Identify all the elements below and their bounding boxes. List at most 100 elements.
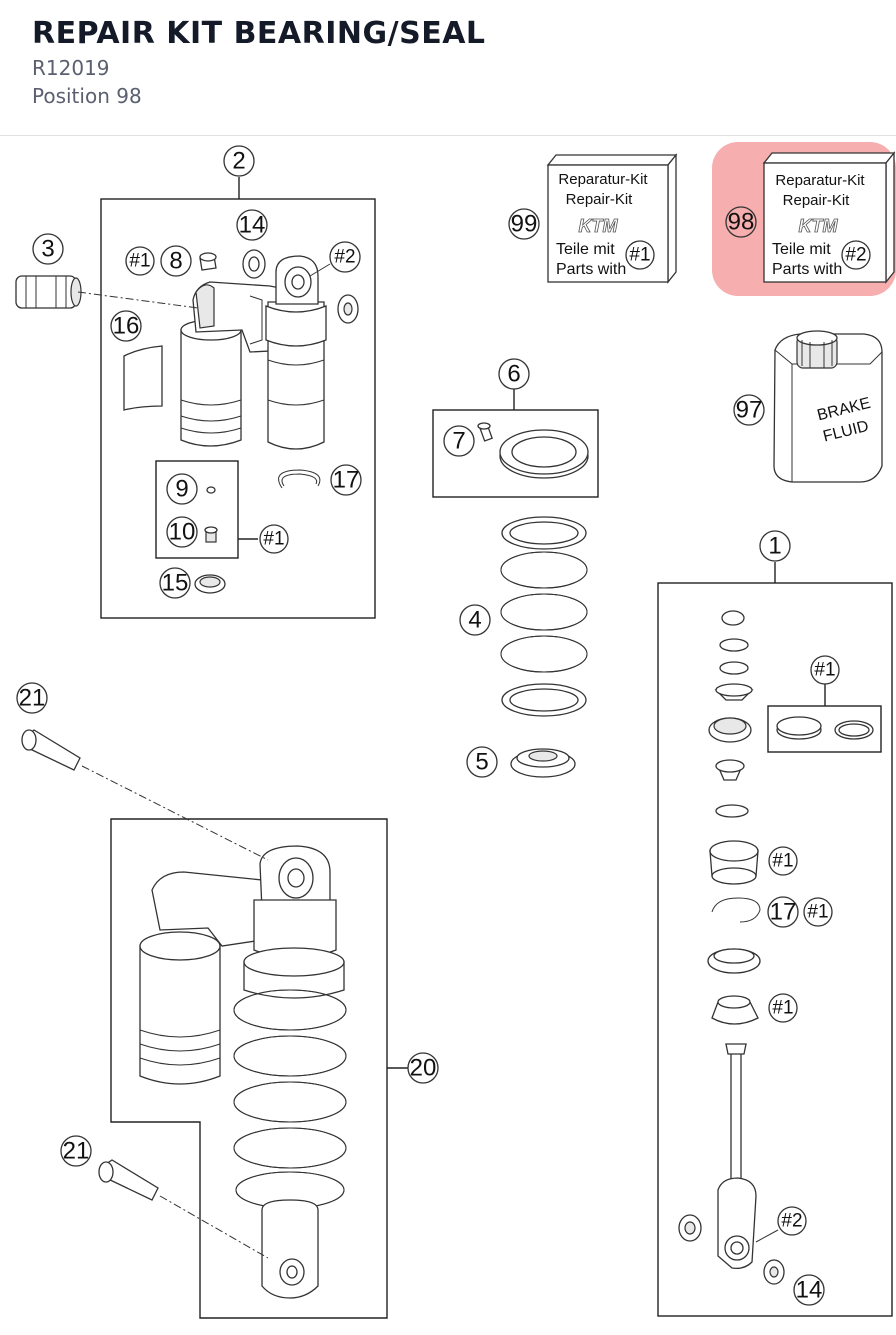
kit-98-line1: Reparatur-Kit: [775, 172, 865, 189]
callout-14-group1[interactable]: 14: [793, 1274, 825, 1306]
shock-spring-complete[interactable]: [233, 989, 347, 1299]
part-21-bolt-bottom[interactable]: [98, 1159, 159, 1201]
svg-text:7: 7: [452, 428, 465, 455]
svg-text:#1: #1: [772, 998, 793, 1019]
callout-h2-group2[interactable]: #2: [309, 241, 361, 277]
callout-1[interactable]: 1: [759, 530, 791, 562]
callout-17-group2[interactable]: 17: [330, 464, 362, 496]
group-6-frame: [432, 389, 599, 498]
svg-text:21: 21: [19, 685, 46, 712]
part-9-oring[interactable]: [206, 486, 216, 494]
svg-text:99: 99: [511, 211, 538, 238]
svg-text:#1: #1: [129, 251, 150, 272]
kit-98-line3: Teile mit: [772, 241, 831, 258]
svg-text:10: 10: [169, 519, 196, 546]
kit-99-box[interactable]: Reparatur-Kit Repair-Kit KTM Teile mit P…: [546, 153, 678, 284]
callout-2[interactable]: 2: [223, 145, 255, 177]
callout-h2-group1[interactable]: #2: [755, 1206, 807, 1243]
part-10-valve[interactable]: [204, 526, 218, 543]
svg-text:#1: #1: [814, 660, 835, 681]
callout-14[interactable]: 14: [236, 209, 268, 241]
callout-20[interactable]: 20: [407, 1052, 439, 1084]
callout-7[interactable]: 7: [443, 425, 475, 457]
part-14-bushing-bottom[interactable]: [763, 1259, 785, 1285]
svg-text:#2: #2: [781, 1211, 802, 1232]
group-9-10-frame: [155, 460, 258, 559]
part-6-nut[interactable]: [499, 429, 589, 479]
part-number: R12019: [32, 56, 110, 80]
svg-text:3: 3: [41, 236, 54, 263]
callout-h1-group1-c[interactable]: #1: [768, 993, 798, 1023]
kit-98-box[interactable]: Reparatur-Kit Repair-Kit KTM Teile mit P…: [762, 151, 896, 284]
part-8-screw[interactable]: [199, 252, 217, 271]
callout-17-group1[interactable]: 17: [767, 896, 799, 928]
ktm-logo: KTM: [799, 216, 839, 236]
part-17-circlip[interactable]: [278, 469, 321, 489]
svg-text:8: 8: [169, 248, 182, 275]
svg-text:21: 21: [63, 1138, 90, 1165]
callout-98[interactable]: 98: [725, 206, 757, 238]
callout-3[interactable]: 3: [32, 233, 64, 265]
svg-text:#2: #2: [334, 247, 355, 268]
callout-9[interactable]: 9: [166, 473, 198, 505]
leader-21-bottom: [159, 1195, 269, 1259]
svg-text:14: 14: [239, 212, 266, 239]
callout-6[interactable]: 6: [498, 358, 530, 390]
part-bushing-left[interactable]: [678, 1214, 702, 1242]
callout-h1-group2[interactable]: #1: [125, 246, 155, 276]
kit-98-ref: #2: [845, 245, 866, 266]
callout-10[interactable]: 10: [166, 516, 198, 548]
page-title: REPAIR KIT BEARING/SEAL: [32, 16, 486, 51]
exploded-diagram: Reparatur-Kit Repair-Kit KTM Teile mit P…: [15, 142, 896, 1319]
part-15-seal[interactable]: [194, 574, 226, 594]
callout-h1-group1-a[interactable]: #1: [768, 846, 798, 876]
callout-21-bottom[interactable]: 21: [60, 1135, 92, 1167]
svg-text:20: 20: [410, 1055, 437, 1082]
callout-15[interactable]: 15: [159, 567, 191, 599]
callout-16[interactable]: 16: [110, 310, 142, 342]
kit-99-line1: Reparatur-Kit: [558, 171, 648, 188]
callout-h1-sealpair[interactable]: #1: [810, 655, 840, 685]
callout-5[interactable]: 5: [466, 746, 498, 778]
kit-98-line4: Parts with: [772, 261, 842, 278]
group-2-frame: [100, 177, 376, 619]
callout-97[interactable]: 97: [733, 394, 765, 426]
part-3-adjuster[interactable]: [15, 275, 82, 309]
svg-text:17: 17: [333, 467, 360, 494]
part-14-bushing-top[interactable]: [242, 249, 266, 279]
callout-h1-group1-b[interactable]: #1: [803, 897, 833, 927]
callout-21-top[interactable]: 21: [16, 682, 48, 714]
group-1-frame: [657, 562, 893, 1317]
callout-4[interactable]: 4: [459, 604, 491, 636]
svg-text:6: 6: [507, 361, 520, 388]
callout-8[interactable]: 8: [160, 245, 192, 277]
callout-99[interactable]: 99: [508, 208, 540, 240]
part-4-spring[interactable]: [500, 516, 588, 717]
page-header: REPAIR KIT BEARING/SEAL R12019 Position …: [0, 0, 896, 136]
part-seal-pair[interactable]: [776, 716, 874, 740]
part-5-spring-seat[interactable]: [510, 748, 576, 778]
kit-98-line2: Repair-Kit: [783, 192, 851, 209]
group-20-frame: [110, 818, 408, 1319]
group-1-parts-stack[interactable]: [707, 610, 761, 1025]
shock-body-upper[interactable]: [180, 255, 327, 450]
kit-99-line4: Parts with: [556, 261, 626, 278]
shock-assembly-complete[interactable]: [139, 845, 345, 1085]
brake-fluid-can[interactable]: BRAKE FLUID: [773, 330, 883, 483]
callout-h1-group9[interactable]: #1: [259, 524, 289, 554]
group-1-seal-subframe: [767, 684, 882, 753]
part-bushing-right[interactable]: [337, 294, 359, 324]
part-piston-rod[interactable]: [717, 1043, 757, 1270]
kit-99-line3: Teile mit: [556, 241, 615, 258]
svg-text:2: 2: [232, 148, 245, 175]
svg-text:14: 14: [796, 1277, 823, 1304]
part-16-label-sheet[interactable]: [123, 345, 163, 411]
svg-text:15: 15: [162, 570, 189, 597]
position-label: Position 98: [32, 84, 142, 108]
svg-text:98: 98: [728, 209, 755, 236]
leader-21-top: [81, 765, 269, 861]
part-7-screw[interactable]: [477, 422, 493, 442]
svg-text:#1: #1: [807, 902, 828, 923]
part-21-bolt-top[interactable]: [21, 729, 81, 771]
svg-text:16: 16: [113, 313, 140, 340]
